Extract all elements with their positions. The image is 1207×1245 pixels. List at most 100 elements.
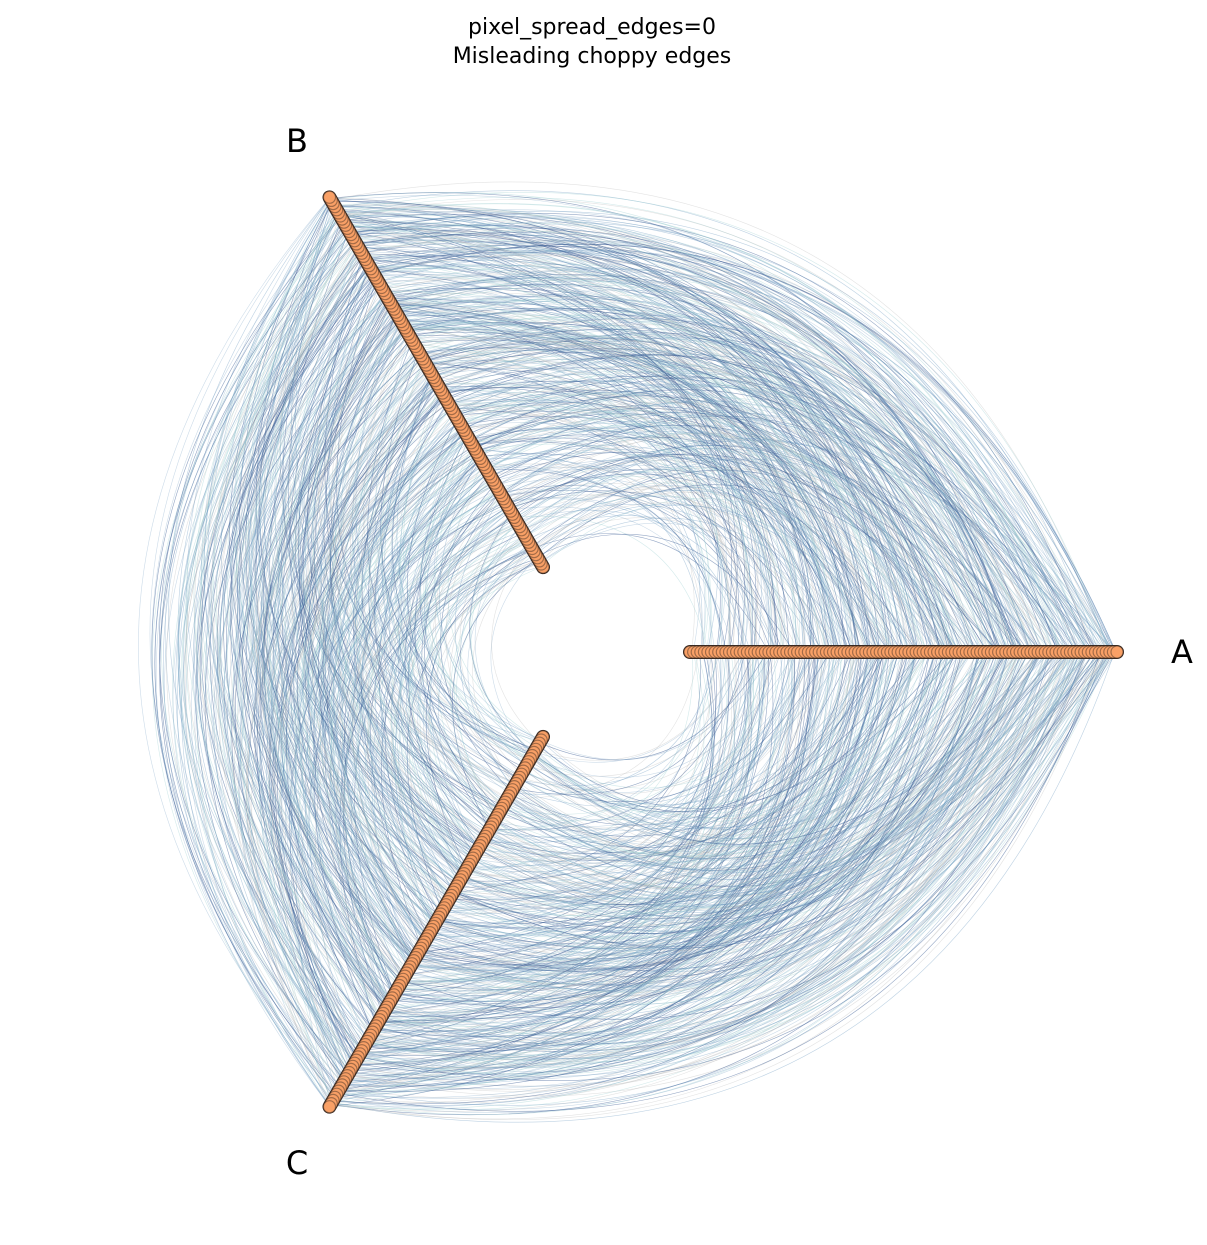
edge	[229, 202, 443, 911]
edge	[516, 448, 1043, 653]
edge	[453, 651, 1007, 928]
edge	[448, 354, 1077, 653]
edge	[378, 458, 481, 880]
edge	[398, 651, 872, 990]
edge	[524, 438, 1115, 653]
edge	[279, 269, 460, 883]
edge	[453, 545, 531, 817]
edge	[297, 401, 448, 983]
edge	[390, 284, 1019, 653]
edge	[269, 344, 415, 982]
edge	[255, 201, 480, 848]
edge	[429, 651, 839, 936]
edge	[339, 213, 759, 653]
edge	[526, 515, 820, 653]
edge	[331, 651, 1115, 1123]
edge	[433, 334, 1078, 653]
edge	[285, 396, 445, 1001]
edge	[385, 430, 485, 840]
edge	[410, 336, 707, 653]
edge	[451, 405, 821, 653]
edge	[377, 651, 794, 1024]
edge	[478, 436, 880, 653]
edge	[419, 352, 758, 653]
edge	[508, 651, 968, 847]
edge	[386, 651, 1079, 1036]
edge	[454, 495, 527, 767]
edge	[536, 651, 989, 818]
edge	[335, 539, 528, 1021]
edge	[516, 494, 851, 653]
edge	[399, 425, 505, 804]
edge	[439, 651, 766, 916]
edge	[434, 444, 538, 748]
edge	[247, 429, 464, 1098]
edge	[403, 323, 869, 653]
edge	[303, 349, 439, 920]
edge	[328, 303, 501, 812]
edge	[332, 294, 514, 790]
edge	[186, 243, 365, 1047]
edge	[422, 319, 1082, 653]
edge	[336, 651, 893, 1095]
edge	[382, 288, 783, 653]
edge	[353, 651, 852, 1067]
edge	[478, 651, 859, 864]
edge	[361, 375, 492, 827]
edge	[437, 651, 943, 938]
edge	[276, 309, 431, 932]
edge	[329, 192, 1011, 653]
edge	[513, 651, 754, 795]
edge	[505, 651, 992, 857]
edge	[281, 268, 464, 876]
edge	[452, 651, 1106, 951]
edge	[472, 651, 995, 899]
edge	[398, 435, 498, 818]
edge	[518, 651, 745, 786]
edge	[509, 471, 914, 653]
edge	[455, 375, 1024, 653]
edge	[340, 305, 517, 785]
edge	[471, 651, 868, 876]
edge	[388, 299, 821, 653]
edge	[313, 301, 482, 844]
edge	[332, 651, 962, 1104]
edge	[342, 219, 871, 653]
edge	[519, 467, 977, 653]
edge	[461, 651, 952, 905]
edge	[405, 328, 848, 653]
edge	[342, 651, 792, 1084]
edge	[342, 219, 727, 653]
edge	[333, 432, 466, 942]
edge	[489, 651, 810, 839]
edge	[410, 651, 849, 968]
edge	[385, 651, 785, 1010]
edge	[238, 260, 416, 958]
edge	[337, 207, 974, 653]
edge	[296, 566, 543, 1105]
edge	[482, 651, 880, 861]
edge	[371, 263, 957, 653]
edge	[489, 651, 745, 831]
edge	[274, 222, 489, 832]
edge	[177, 242, 356, 1063]
edge	[422, 651, 848, 948]
edge	[251, 450, 476, 1106]
edge	[322, 387, 440, 921]
edge	[381, 381, 514, 789]
edge	[356, 244, 860, 653]
edge	[500, 651, 956, 854]
edge	[396, 525, 520, 905]
edge	[227, 351, 420, 1070]
edge	[334, 205, 926, 653]
edge	[254, 258, 437, 922]
edge	[398, 468, 487, 853]
edge	[531, 469, 1027, 653]
edge	[507, 651, 1006, 858]
edge	[352, 235, 908, 653]
edge	[418, 350, 732, 653]
edge	[260, 354, 421, 1010]
edge	[428, 651, 990, 960]
edge	[274, 356, 422, 984]
edge	[397, 651, 888, 992]
